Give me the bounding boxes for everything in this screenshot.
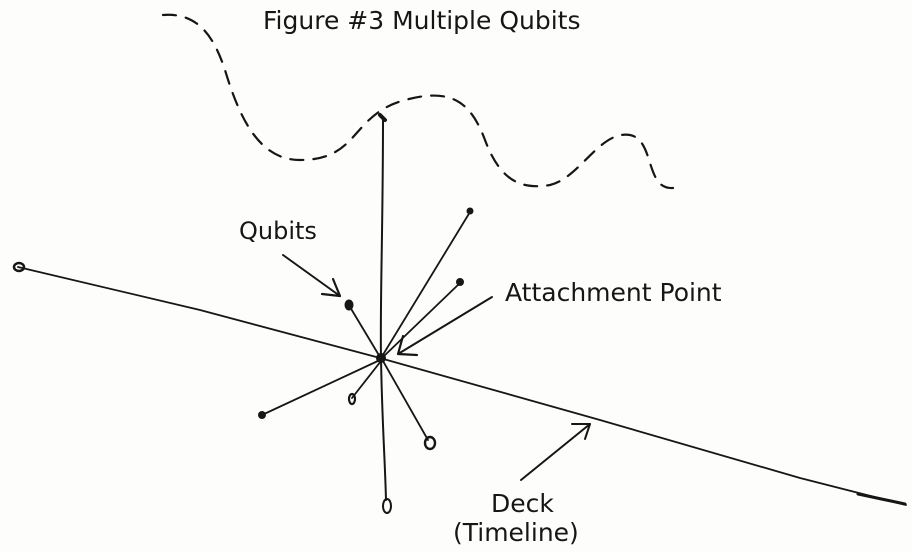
qubit-tip-right: [456, 278, 464, 286]
vertical-line-bottom-tip: [382, 498, 392, 514]
vertical-line-top-tip: [378, 113, 387, 122]
qubits-arrowhead: [320, 277, 342, 298]
attachment-point-label: Attachment Point: [505, 278, 722, 307]
qubit-ray-down-right: [382, 360, 429, 441]
figure-title: Figure #3 Multiple Qubits: [263, 6, 581, 35]
deck-arrow: [520, 423, 591, 481]
qubit-tip-down-right: [423, 435, 437, 451]
deck-end-left: [12, 261, 26, 273]
attachment-arrow: [397, 296, 493, 355]
qubit-ray-upper-left: [349, 306, 381, 358]
qubit-ray-right: [382, 282, 461, 358]
qubit-ray-down-left: [351, 360, 382, 399]
qubit-tip-upper-left: [344, 299, 354, 311]
qubits-arrow: [282, 254, 341, 297]
deck-arrowhead: [571, 423, 591, 440]
qubit-tip-lower-left: [258, 411, 266, 419]
qubits-label: Qubits: [239, 217, 317, 245]
qubit-ray-lower-left: [261, 359, 381, 416]
attachment-point: [376, 353, 386, 363]
deck-timeline-line: [17, 266, 907, 506]
qubit-tip-upper-right: [466, 207, 474, 215]
attachment-arrowhead: [396, 334, 419, 357]
vertical-line: [379, 116, 387, 501]
deck-end-right: [856, 492, 907, 506]
dashed-wave-curve: [161, 13, 675, 190]
timeline-label: (Timeline): [453, 518, 579, 547]
deck-label: Deck: [491, 489, 554, 518]
qubit-ray-upper-right: [380, 211, 471, 359]
qubit-tip-down-left: [347, 392, 357, 406]
